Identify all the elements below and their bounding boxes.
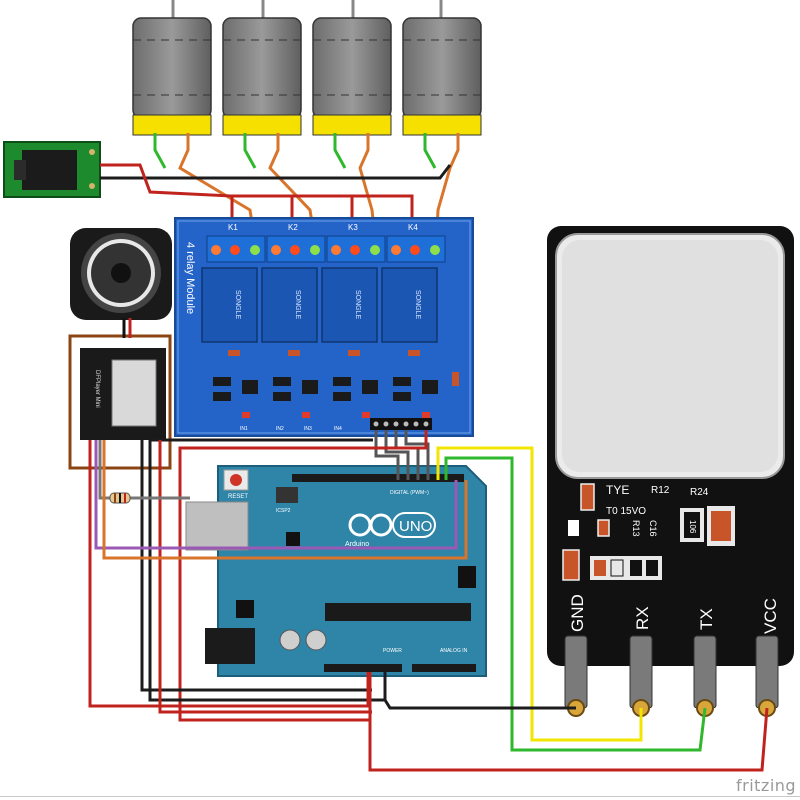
main-wires	[88, 430, 769, 772]
relay-header-pins	[370, 418, 432, 430]
relay-channel-label: K1	[228, 223, 238, 232]
motor-3	[312, 0, 392, 136]
arduino-brand: Arduino	[345, 541, 369, 548]
relay-input-label: IN3	[304, 426, 312, 432]
fingerprint-sensor: TYE T0 15VO R12 R24 R13 C16 106 GND RX T…	[547, 226, 794, 717]
motor-1	[132, 0, 212, 136]
sensor-pin-label: VCC	[761, 598, 780, 634]
sensor-chip-text: T0 15VO	[606, 506, 646, 517]
relay-brand: SONGLE	[354, 290, 361, 320]
relay-input-label: IN4	[334, 426, 342, 432]
sensor-pin-label: RX	[633, 606, 652, 630]
sensor-pin-label: TX	[697, 608, 716, 630]
relay-smd-parts	[213, 350, 459, 418]
sensor-chip-text: TYE	[606, 483, 629, 497]
arduino-icsp-label: ICSP2	[276, 508, 291, 514]
arduino-uno-logo: UNO	[399, 518, 432, 535]
mp3-label: DFPlayer Mini	[94, 370, 100, 408]
mp3-frame-wire	[68, 334, 172, 470]
sensor-pin-label: GND	[568, 594, 587, 632]
fritzing-logo: fritzing	[736, 776, 797, 795]
arduino-uno: RESET ICSP2 DIGITAL (PWM~) UNO Arduino P…	[185, 465, 487, 677]
relay-blocks: SONGLE SONGLE SONGLE SONGLE	[201, 267, 438, 343]
arduino-reset-label: RESET	[228, 494, 248, 500]
motor-2	[222, 0, 302, 136]
relay-brand: SONGLE	[294, 290, 301, 320]
sensor-resistor-label: R13	[631, 520, 641, 537]
relay-channel-label: K4	[408, 223, 418, 232]
relay-channel-label: K3	[348, 223, 358, 232]
resistor	[109, 492, 131, 504]
sensor-resistor-label: C16	[648, 520, 658, 537]
sensor-resistor-label: R24	[690, 487, 709, 498]
dc-power-jack	[3, 141, 101, 198]
arduino-digital-label: DIGITAL (PWM~)	[390, 490, 429, 496]
footer-divider	[0, 796, 800, 797]
relay-terminals	[206, 235, 446, 263]
motor-4	[402, 0, 482, 136]
relay-input-label: IN1	[240, 426, 248, 432]
relay-input-label: IN2	[276, 426, 284, 432]
relay-module: 4 relay Module K1 K2 K3 K4 SONGLE SONGLE…	[174, 217, 474, 437]
sensor-smd-code: 106	[688, 520, 697, 534]
relay-module-title: 4 relay Module	[184, 242, 196, 314]
mp3-module: DFPlayer Mini	[80, 348, 166, 440]
sensor-resistor-label: R12	[651, 485, 670, 496]
relay-channel-label: K2	[288, 223, 298, 232]
relay-brand: SONGLE	[414, 290, 421, 320]
speaker	[70, 228, 172, 320]
relay-brand: SONGLE	[234, 290, 241, 320]
arduino-power-label: POWER	[383, 648, 402, 654]
arduino-analog-label: ANALOG IN	[440, 648, 468, 654]
